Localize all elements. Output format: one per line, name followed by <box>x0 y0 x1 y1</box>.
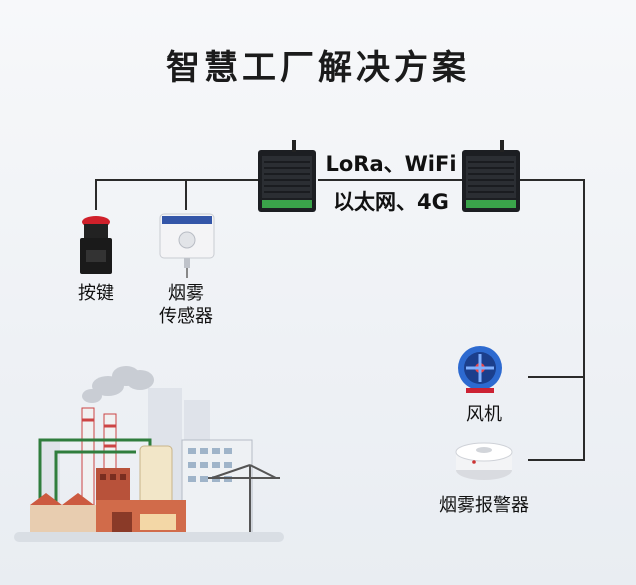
fan-label: 风机 <box>466 404 502 425</box>
protocol-line-1: LoRa、WiFi <box>325 152 457 176</box>
smoke-sensor-label-line-1: 烟雾 <box>168 283 204 304</box>
page-title: 智慧工厂解决方案 <box>166 48 470 88</box>
smoke-sensor-icon <box>159 213 215 278</box>
smoke-alarm-label: 烟雾报警器 <box>439 495 529 516</box>
smoke-alarm-icon <box>455 442 513 480</box>
factory-illustration <box>14 366 284 542</box>
left-gateway-device <box>258 140 316 212</box>
link-to-button <box>95 179 258 210</box>
link-to-alarm <box>520 179 585 461</box>
smoke-sensor-label-line-2: 传感器 <box>159 306 213 327</box>
connection-lines <box>95 179 585 461</box>
right-gateway-device <box>462 140 520 212</box>
fan-icon <box>458 346 502 393</box>
button-icon <box>80 216 112 274</box>
button-label: 按键 <box>78 283 114 304</box>
protocol-line-2: 以太网、4G <box>333 190 449 214</box>
